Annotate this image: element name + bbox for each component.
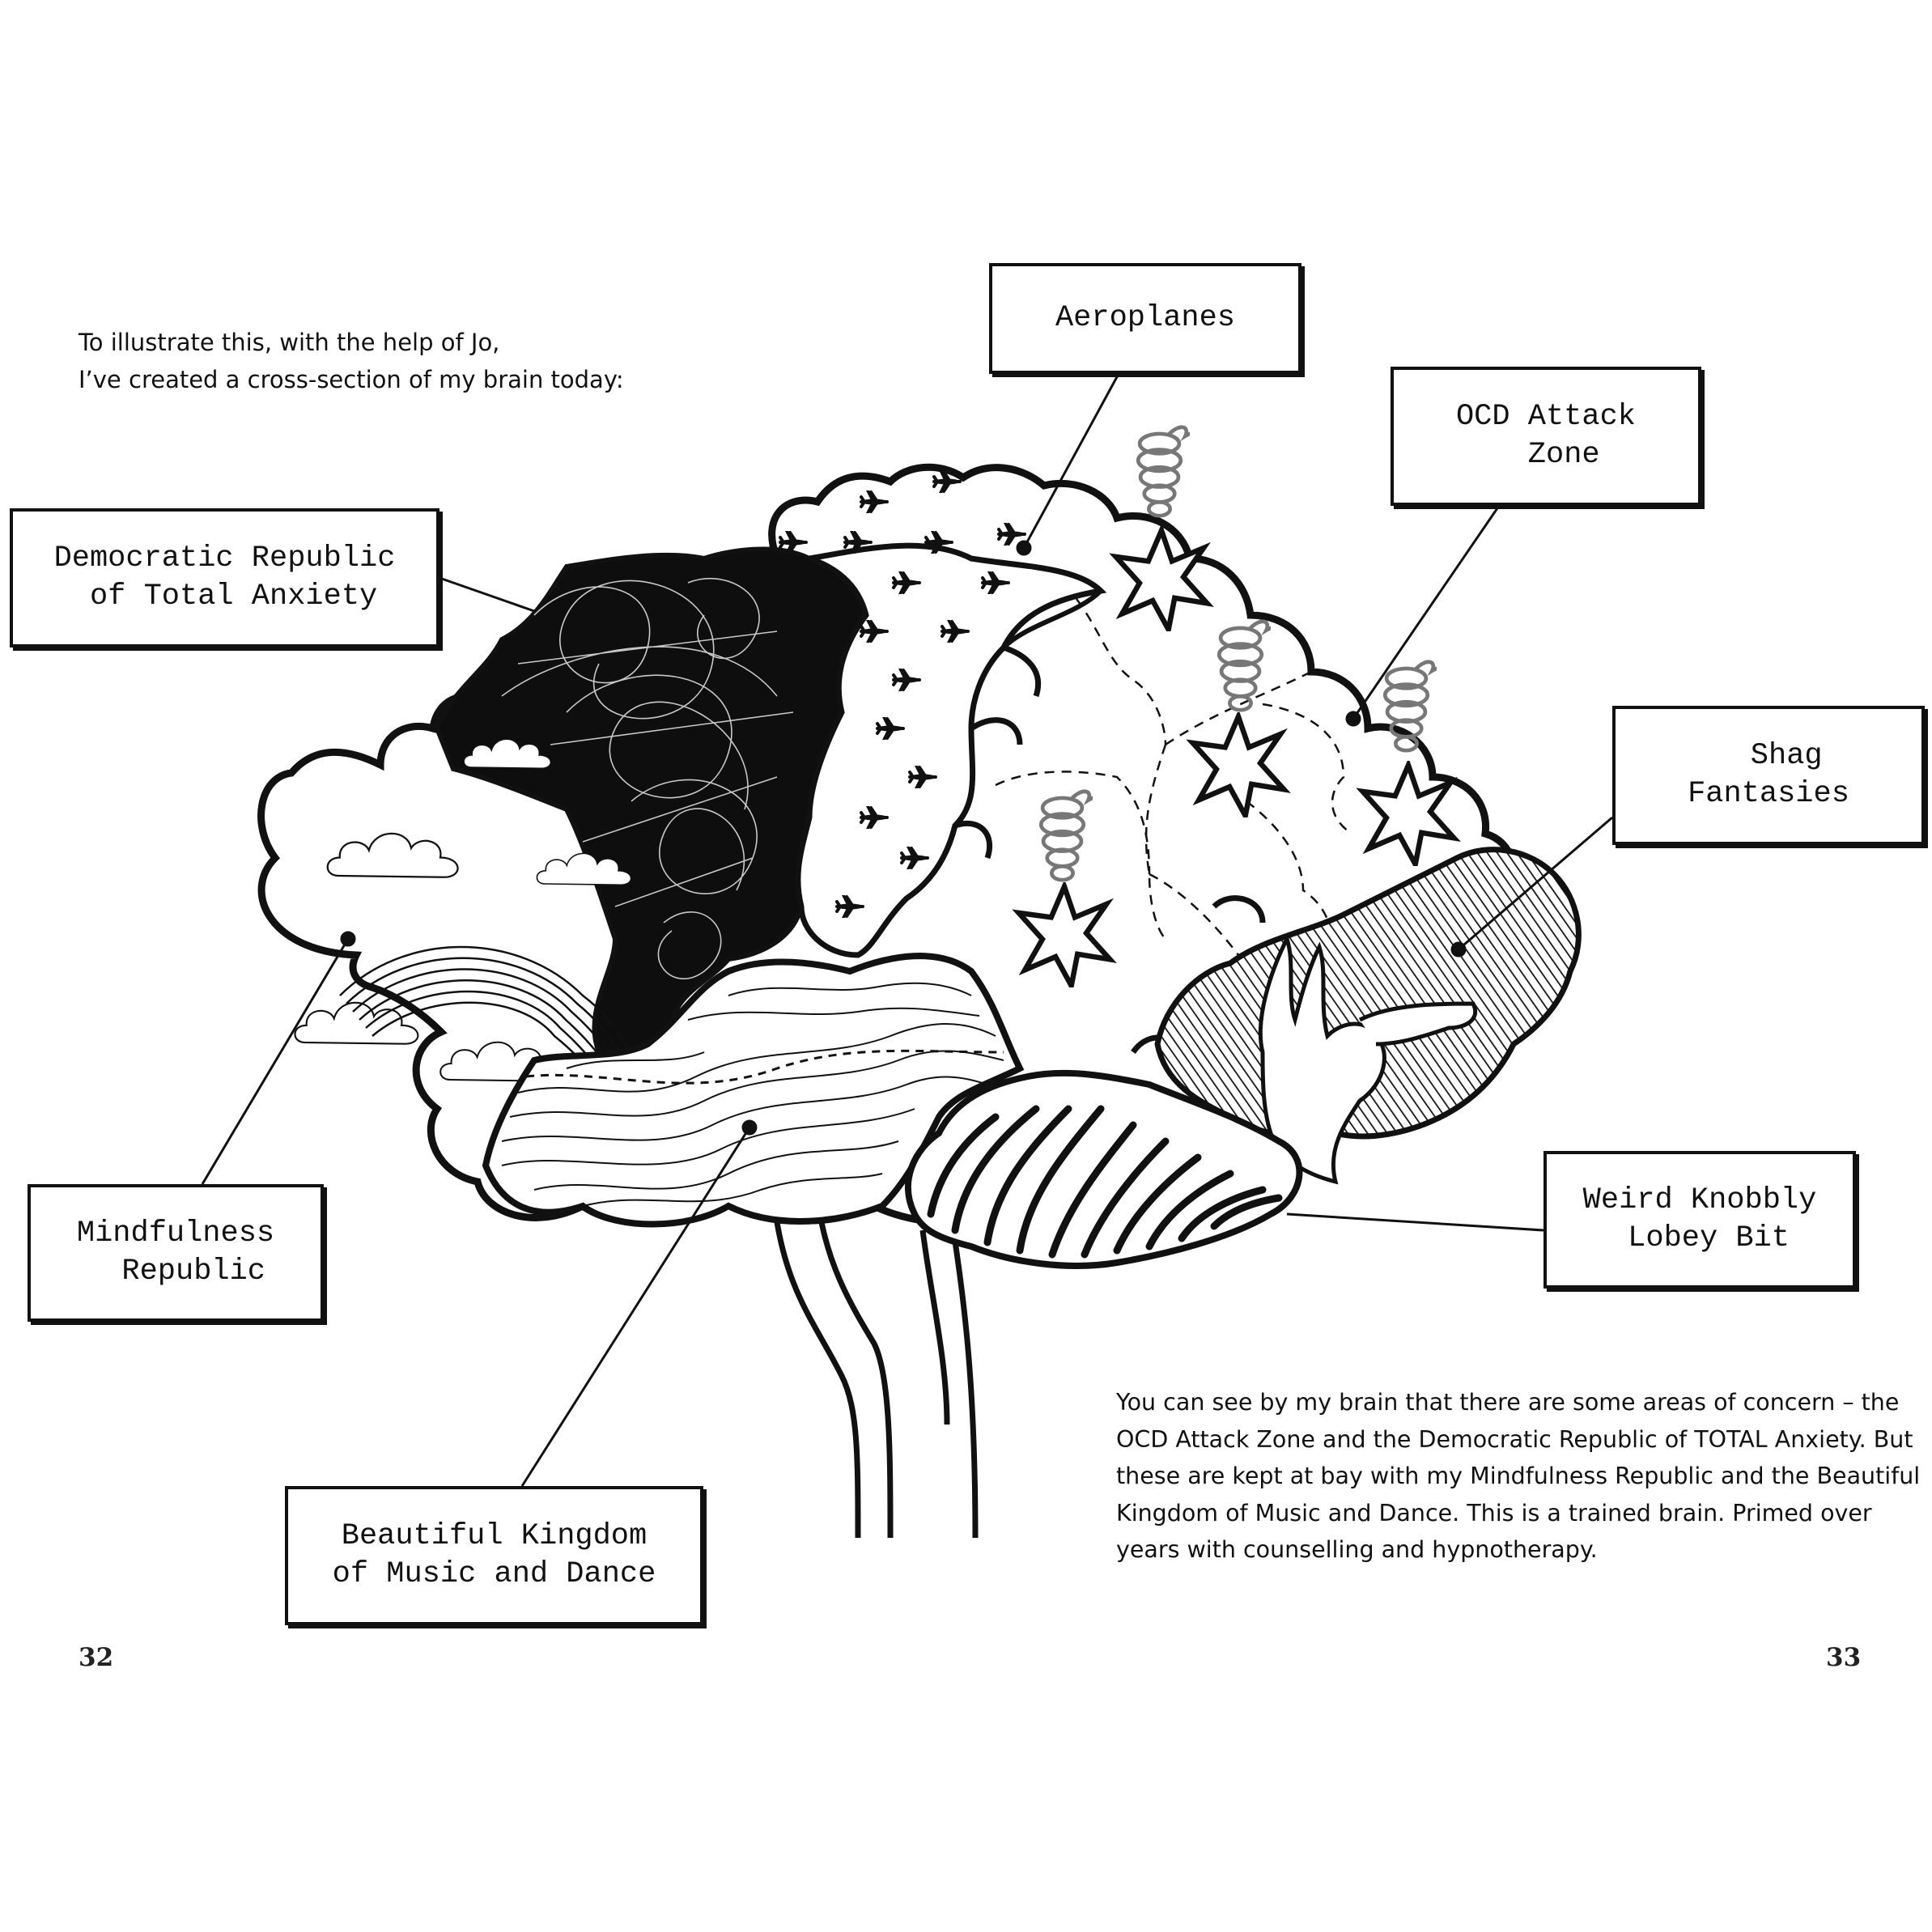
- label-text: Weird Knobbly Lobey Bit: [1582, 1183, 1817, 1255]
- leader-lines: [201, 373, 1613, 1487]
- intro-text: To illustrate this, with the help of Jo,…: [79, 324, 742, 398]
- music-region: [482, 953, 1025, 1228]
- label-text: Beautiful Kingdom of Music and Dance: [332, 1519, 656, 1591]
- label-mindfulness-republic: Mindfulness Republic: [28, 1184, 324, 1322]
- label-text: Aeroplanes: [1055, 301, 1236, 335]
- label-text: OCD Attack Zone: [1455, 400, 1637, 472]
- knobbly-stripes: [927, 1105, 1283, 1259]
- label-ocd-attack-zone: OCD Attack Zone: [1391, 367, 1701, 506]
- label-democratic-republic: Democratic Republic of Total Anxiety: [10, 508, 439, 648]
- hand-icon: [1258, 933, 1478, 1185]
- label-shag-fantasies: Shag Fantasies: [1612, 706, 1925, 845]
- aeroplane-region: [795, 542, 1107, 958]
- outro-line: You can see by my brain that there are s…: [1116, 1389, 1900, 1416]
- label-weird-knobbly: Weird Knobbly Lobey Bit: [1543, 1151, 1856, 1289]
- label-beautiful-kingdom: Beautiful Kingdom of Music and Dance: [285, 1486, 703, 1625]
- label-text: Shag Fantasies: [1688, 739, 1849, 811]
- brain-stem: [774, 1197, 979, 1539]
- anxiety-scribbles: [501, 578, 794, 980]
- outro-line: these are kept at bay with my Mindfulnes…: [1116, 1463, 1921, 1489]
- label-text: Democratic Republic of Total Anxiety: [53, 541, 396, 614]
- intro-line: I’ve created a cross-section of my brain…: [79, 366, 624, 393]
- music-waves: [501, 982, 1004, 1207]
- label-text: Mindfulness Republic: [76, 1217, 275, 1289]
- outro-line: years with counselling and hypnotherapy.: [1116, 1536, 1598, 1563]
- outro-line: OCD Attack Zone and the Democratic Repub…: [1116, 1425, 1913, 1453]
- outro-line: Kingdom of Music and Dance. This is a tr…: [1116, 1499, 1872, 1526]
- label-aeroplanes: Aeroplanes: [989, 263, 1301, 374]
- outro-text: You can see by my brain that there are s…: [1116, 1384, 1921, 1569]
- ocd-zone-dashes: [995, 598, 1352, 972]
- page-number-left: 32: [79, 1643, 114, 1672]
- intro-line: To illustrate this, with the help of Jo,: [79, 329, 500, 356]
- page-number-right: 33: [1826, 1643, 1862, 1672]
